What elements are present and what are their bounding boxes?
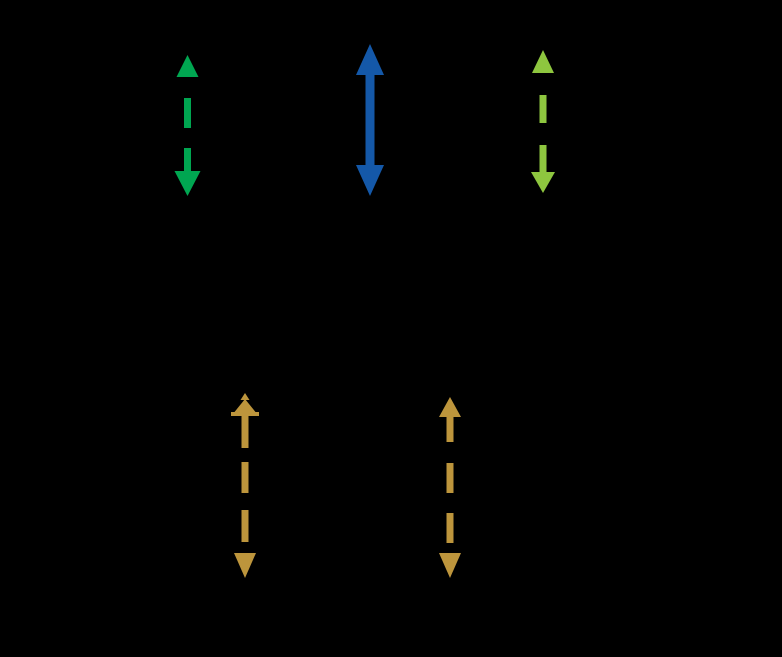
arrow-shaft-segment xyxy=(446,513,454,543)
arrowhead-down-icon xyxy=(531,172,555,193)
arrow-shaft-segment xyxy=(241,510,249,542)
arrowhead-up-icon xyxy=(439,397,461,417)
arrowhead-up-icon xyxy=(234,399,256,412)
arrow-shaft-segment xyxy=(241,462,249,493)
arrowhead-up-icon xyxy=(356,44,384,75)
arrowhead-down-icon xyxy=(439,553,461,578)
blue-solid-double-arrow xyxy=(356,44,384,196)
arrowhead-up-icon xyxy=(532,50,554,73)
arrow-shaft-segment xyxy=(446,463,454,493)
arrow-shaft-segment xyxy=(184,98,191,128)
arrow-shaft-segment xyxy=(539,95,547,123)
arrow-shaft-segment xyxy=(539,145,547,172)
gold-dashed-double-arrow-right xyxy=(439,397,461,578)
arrow-shaft-segment xyxy=(184,148,191,172)
arrow-shaft-segment xyxy=(241,416,249,448)
arrow-shaft-segment xyxy=(365,70,375,170)
dark-green-dashed-double-arrow xyxy=(174,55,201,196)
light-green-dashed-double-arrow xyxy=(531,50,555,193)
arrowhead-down-icon xyxy=(174,171,201,196)
arrowhead-down-icon xyxy=(234,553,256,578)
arrow-shaft-segment xyxy=(446,417,454,442)
arrowhead-up-icon xyxy=(176,55,199,77)
arrowhead-down-icon xyxy=(356,165,384,196)
arrowhead-crossbar xyxy=(231,412,259,416)
small-arrow-tip-icon xyxy=(240,393,250,400)
gold-dashed-double-arrow-left xyxy=(231,393,259,578)
